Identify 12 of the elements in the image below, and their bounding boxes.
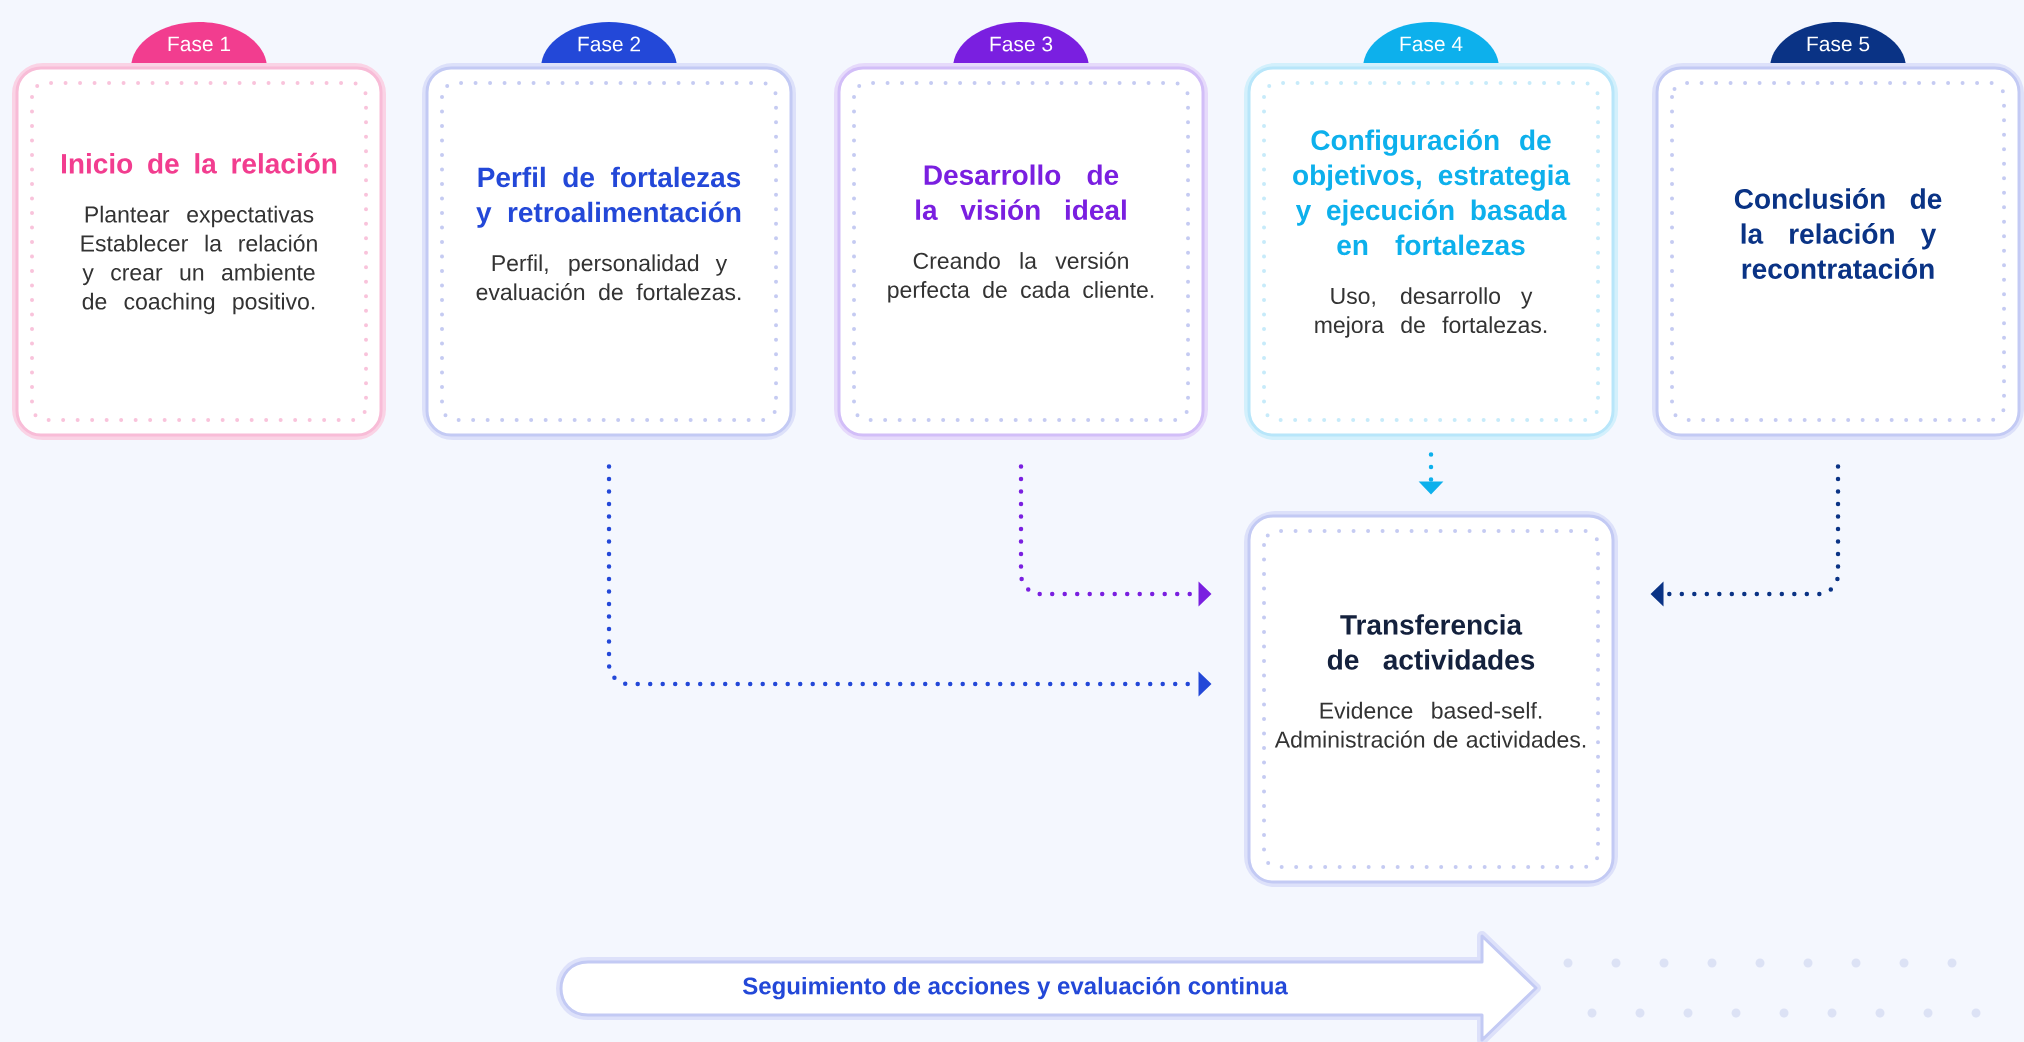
card-description: Plantear expectativas Establecer la relación y crear un ambiente de coaching positivo. [81,205,317,315]
card-description: Evidence based-self. Administración de actividades. [1274,701,1586,748]
card-title: Conclusión de la relación y recontratación [1734,188,1942,279]
card-title: Perfil de fortalezas y retroalimentación [476,166,741,228]
card-description: Creando la versión perfecta de cada cliente. [888,251,1154,303]
card-title: Desarrollo de la visión ideal [916,164,1126,221]
card-description: Perfil, personalidad y evaluación de fortalezas. [476,254,741,301]
card-title: Inicio de la relación [62,152,337,174]
card-description: Uso, desarrollo y mejora de fortalezas. [1315,287,1547,338]
card-title: Configuración de objetivos, estrategia y ejecución basada en fortalezas [1293,129,1571,256]
arrow-banner: Seguimiento de acciones y evaluación continua [556,931,1541,1042]
card-title: Transferencia de actividades [1327,614,1535,670]
